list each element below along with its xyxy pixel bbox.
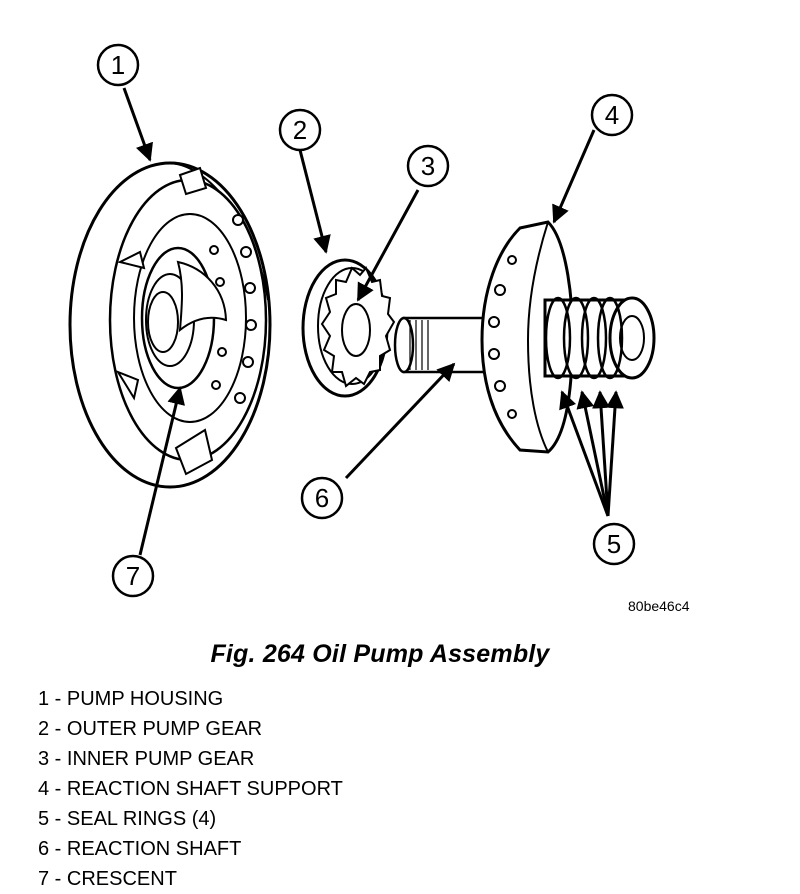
oil-pump-exploded-diagram: 1 2 3 4 5 6 7 — [68, 43, 656, 598]
callout-3: 3 — [406, 144, 450, 188]
legend-item: 3 - INNER PUMP GEAR — [38, 748, 255, 770]
svg-text:2: 2 — [293, 115, 307, 145]
reaction-shaft — [393, 316, 492, 374]
callout-5: 5 — [592, 522, 636, 566]
figure-code: 80be46c4 — [628, 598, 690, 614]
svg-text:1: 1 — [111, 50, 125, 80]
figure-caption: Fig. 264 Oil Pump Assembly — [210, 640, 550, 668]
legend-item: 5 - SEAL RINGS (4) — [38, 808, 217, 830]
legend: 1 - PUMP HOUSING 2 - OUTER PUMP GEAR 3 -… — [38, 684, 343, 894]
svg-text:6: 6 — [315, 483, 329, 513]
callout-7: 7 — [111, 554, 155, 598]
svg-text:4: 4 — [605, 100, 619, 130]
legend-item: 4 - REACTION SHAFT SUPPORT — [38, 778, 343, 800]
svg-text:3: 3 — [421, 151, 435, 181]
leader-lines — [122, 87, 624, 556]
svg-text:5: 5 — [607, 529, 621, 559]
callout-2: 2 — [278, 108, 322, 152]
reaction-shaft-support — [480, 220, 656, 454]
pump-housing — [68, 161, 272, 489]
inner-pump-gear — [320, 266, 396, 388]
callout-1: 1 — [96, 43, 140, 87]
callout-4: 4 — [590, 93, 634, 137]
legend-item: 2 - OUTER PUMP GEAR — [38, 718, 263, 740]
legend-item: 1 - PUMP HOUSING — [38, 688, 224, 710]
legend-item: 7 - CRESCENT — [38, 868, 177, 890]
svg-text:7: 7 — [126, 561, 140, 591]
legend-item: 6 - REACTION SHAFT — [38, 838, 242, 860]
callout-6: 6 — [300, 476, 344, 520]
